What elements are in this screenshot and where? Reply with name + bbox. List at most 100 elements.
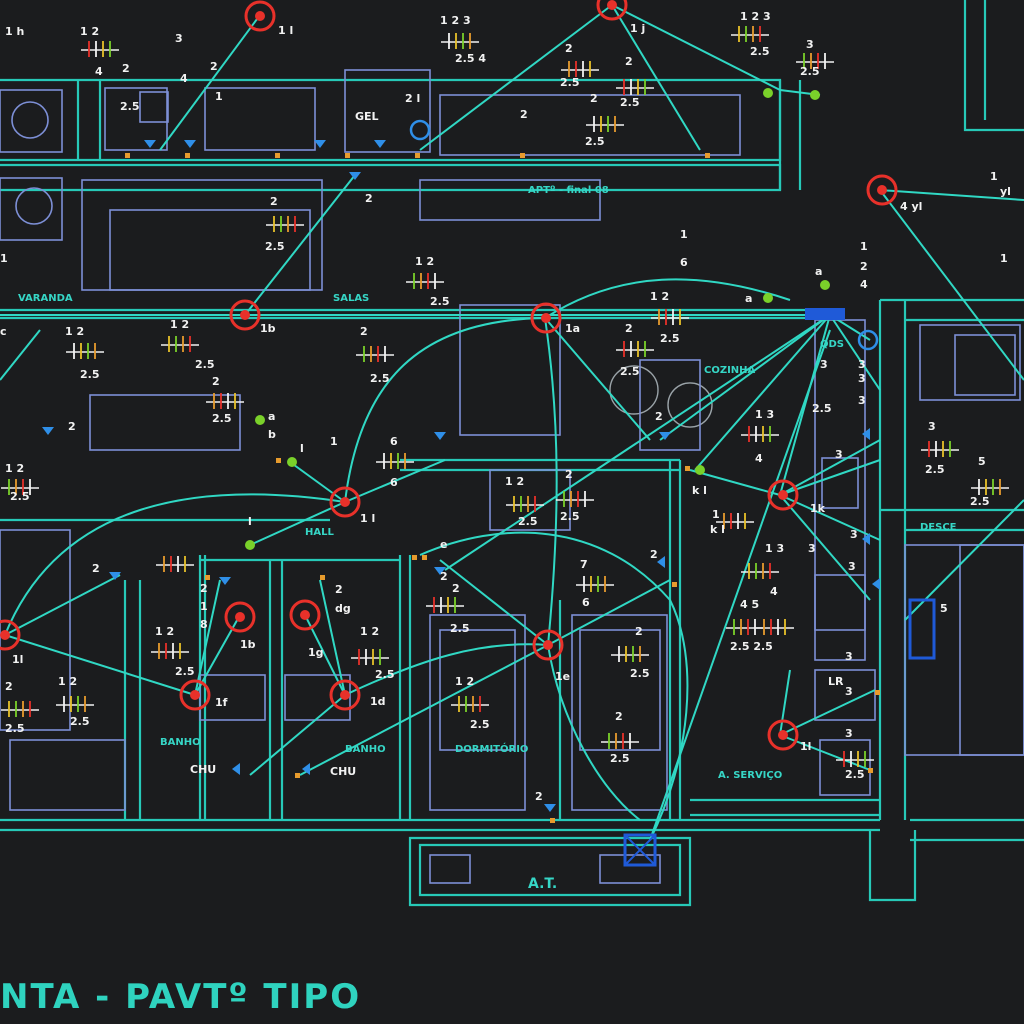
lamp-icon — [229, 299, 261, 331]
shaft-icon — [908, 598, 936, 660]
svg-text:1 3: 1 3 — [755, 408, 774, 421]
svg-text:2.5: 2.5 — [450, 622, 470, 635]
svg-text:1d: 1d — [370, 695, 386, 708]
svg-text:6: 6 — [680, 256, 688, 269]
svg-text:2.5: 2.5 — [195, 358, 215, 371]
stair-label-desce: DESCE — [920, 522, 957, 533]
svg-text:2.5: 2.5 — [370, 372, 390, 385]
svg-text:1 2: 1 2 — [80, 25, 99, 38]
lamp-icon — [179, 679, 211, 711]
plan-title: NTA - PAVTº TIPO — [0, 977, 361, 1017]
svg-text:2.5 4: 2.5 4 — [455, 52, 486, 65]
room-labels: VARANDA SALAS HALL BANHO BANHO DORMITÓRI… — [18, 185, 957, 892]
svg-text:2: 2 — [68, 420, 76, 433]
svg-text:2.5: 2.5 — [80, 368, 100, 381]
svg-text:2.5: 2.5 — [430, 295, 450, 308]
lamp-icon — [532, 629, 564, 661]
svg-text:2: 2 — [590, 92, 598, 105]
room-label-banho-1: BANHO — [160, 737, 201, 748]
svg-text:1f: 1f — [215, 696, 228, 709]
svg-text:2: 2 — [860, 260, 868, 273]
svg-text:2.5: 2.5 — [970, 495, 990, 508]
fixture-labels: GEL CHU CHU LR — [190, 110, 844, 778]
svg-text:a: a — [268, 410, 275, 423]
lamp-icon — [866, 174, 898, 206]
svg-text:l: l — [300, 442, 304, 455]
svg-text:5: 5 — [940, 602, 948, 615]
svg-text:2: 2 — [535, 790, 543, 803]
svg-text:2.5: 2.5 — [560, 510, 580, 523]
room-label-banho-2: BANHO — [345, 744, 386, 755]
svg-text:2.5: 2.5 — [585, 135, 605, 148]
lamp-icon — [0, 619, 21, 651]
svg-text:2.5: 2.5 — [750, 45, 770, 58]
svg-text:3: 3 — [928, 420, 936, 433]
svg-text:2: 2 — [625, 322, 633, 335]
svg-text:3: 3 — [858, 358, 866, 371]
wiring — [0, 4, 1024, 841]
svg-text:2.5: 2.5 — [265, 240, 285, 253]
svg-text:4: 4 — [180, 72, 188, 85]
svg-text:6: 6 — [390, 435, 398, 448]
room-label-at: A.T. — [528, 876, 557, 892]
svg-text:1 h: 1 h — [5, 25, 24, 38]
svg-text:1: 1 — [990, 170, 998, 183]
fixture-label-chu-2: CHU — [330, 765, 356, 778]
svg-text:e: e — [440, 538, 447, 551]
svg-text:2: 2 — [625, 55, 633, 68]
svg-text:2: 2 — [270, 195, 278, 208]
svg-text:2: 2 — [650, 548, 658, 561]
svg-text:2: 2 — [5, 680, 13, 693]
svg-text:a: a — [745, 292, 752, 305]
svg-text:3: 3 — [806, 38, 814, 51]
svg-text:2.5: 2.5 — [560, 76, 580, 89]
svg-text:1: 1 — [0, 252, 8, 265]
svg-text:4 5: 4 5 — [740, 598, 759, 611]
lamp-icon — [767, 719, 799, 751]
svg-text:1l: 1l — [12, 653, 23, 666]
svg-text:2: 2 — [210, 60, 218, 73]
svg-text:3: 3 — [835, 448, 843, 461]
svg-text:1 2: 1 2 — [650, 290, 669, 303]
svg-text:2.5: 2.5 — [620, 96, 640, 109]
svg-text:7: 7 — [580, 558, 588, 571]
svg-text:1: 1 — [200, 600, 208, 613]
svg-text:1: 1 — [330, 435, 338, 448]
svg-text:1: 1 — [680, 228, 688, 241]
svg-text:2.5: 2.5 — [70, 715, 90, 728]
svg-text:4: 4 — [755, 452, 763, 465]
svg-text:2.5: 2.5 — [375, 668, 395, 681]
svg-text:3: 3 — [175, 32, 183, 45]
lamp-icon — [244, 0, 276, 32]
svg-text:2: 2 — [635, 625, 643, 638]
svg-text:2.5: 2.5 — [630, 667, 650, 680]
svg-text:k l: k l — [710, 523, 725, 536]
svg-text:2: 2 — [92, 562, 100, 575]
svg-text:2.5: 2.5 — [610, 752, 630, 765]
svg-text:2.5: 2.5 — [120, 100, 140, 113]
svg-text:3: 3 — [820, 358, 828, 371]
room-label-dormitorio: DORMITÓRIO — [455, 742, 528, 755]
svg-text:6: 6 — [582, 596, 590, 609]
lamp-icon — [289, 599, 321, 631]
svg-text:l: l — [248, 515, 252, 528]
room-label-salas: SALAS — [333, 293, 369, 304]
svg-text:1b: 1b — [240, 638, 256, 651]
lamp-icon — [530, 302, 562, 334]
svg-text:yl: yl — [1000, 185, 1011, 198]
room-label-apt: APTº - final 08 — [528, 185, 609, 196]
lamp-points — [0, 0, 898, 751]
room-label-servico: A. SERVIÇO — [718, 770, 782, 781]
svg-text:1 2: 1 2 — [65, 325, 84, 338]
svg-text:4: 4 — [95, 65, 103, 78]
svg-text:1 2 3: 1 2 3 — [440, 14, 471, 27]
svg-text:3: 3 — [858, 372, 866, 385]
svg-text:2: 2 — [360, 325, 368, 338]
svg-text:6: 6 — [390, 476, 398, 489]
svg-text:2 l: 2 l — [405, 92, 420, 105]
svg-text:2.5: 2.5 — [518, 515, 538, 528]
svg-text:2.5: 2.5 — [800, 65, 820, 78]
svg-text:2: 2 — [440, 570, 448, 583]
svg-text:2: 2 — [655, 410, 663, 423]
